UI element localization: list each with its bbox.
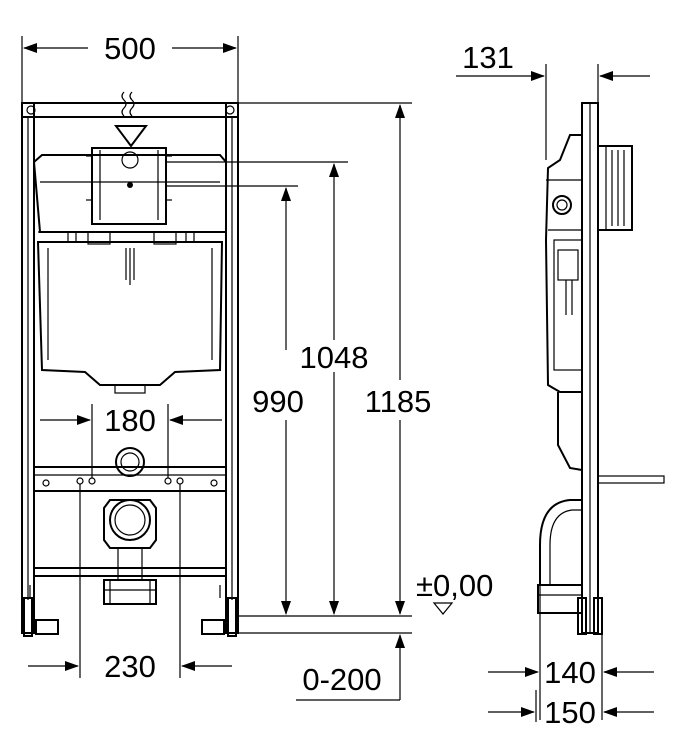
floor-level-marker: ±0,00 [416,568,493,615]
frame-structure [21,102,239,637]
dimension-label-140: 140 [544,655,596,690]
inlet-pipe [115,447,145,477]
dimension-label-1048: 1048 [300,340,369,375]
dimension-label-0-200: 0-200 [302,662,381,697]
dimension-label-500: 500 [104,31,156,66]
dimension-outlet-180: 180 [40,403,222,478]
floor-level-label: ±0,00 [416,568,493,603]
dimension-label-1185: 1185 [365,384,432,419]
dimension-height-990: 990 [252,187,304,615]
flush-symbol-icon [114,91,148,148]
dimension-adjust-0-200: 0-200 [296,634,405,701]
dimension-label-990: 990 [252,384,304,419]
dimension-label-131: 131 [462,40,514,75]
dimension-label-180: 180 [104,403,156,438]
dimension-width-500: 500 [21,31,239,103]
drain-outlet [103,499,157,605]
front-view [21,91,239,637]
side-view [537,102,665,635]
dimension-depth-150: 150 [488,690,654,730]
dimension-depth-140: 140 [488,585,654,720]
dimension-height-1048: 1048 [300,163,369,615]
cistern [32,147,227,394]
dimension-fixing-230: 230 [28,484,232,684]
dimension-depth-131: 131 [456,40,650,160]
dimension-label-230: 230 [104,649,156,684]
dimension-label-150: 150 [544,695,596,730]
dimension-height-1185: 1185 [365,104,432,615]
